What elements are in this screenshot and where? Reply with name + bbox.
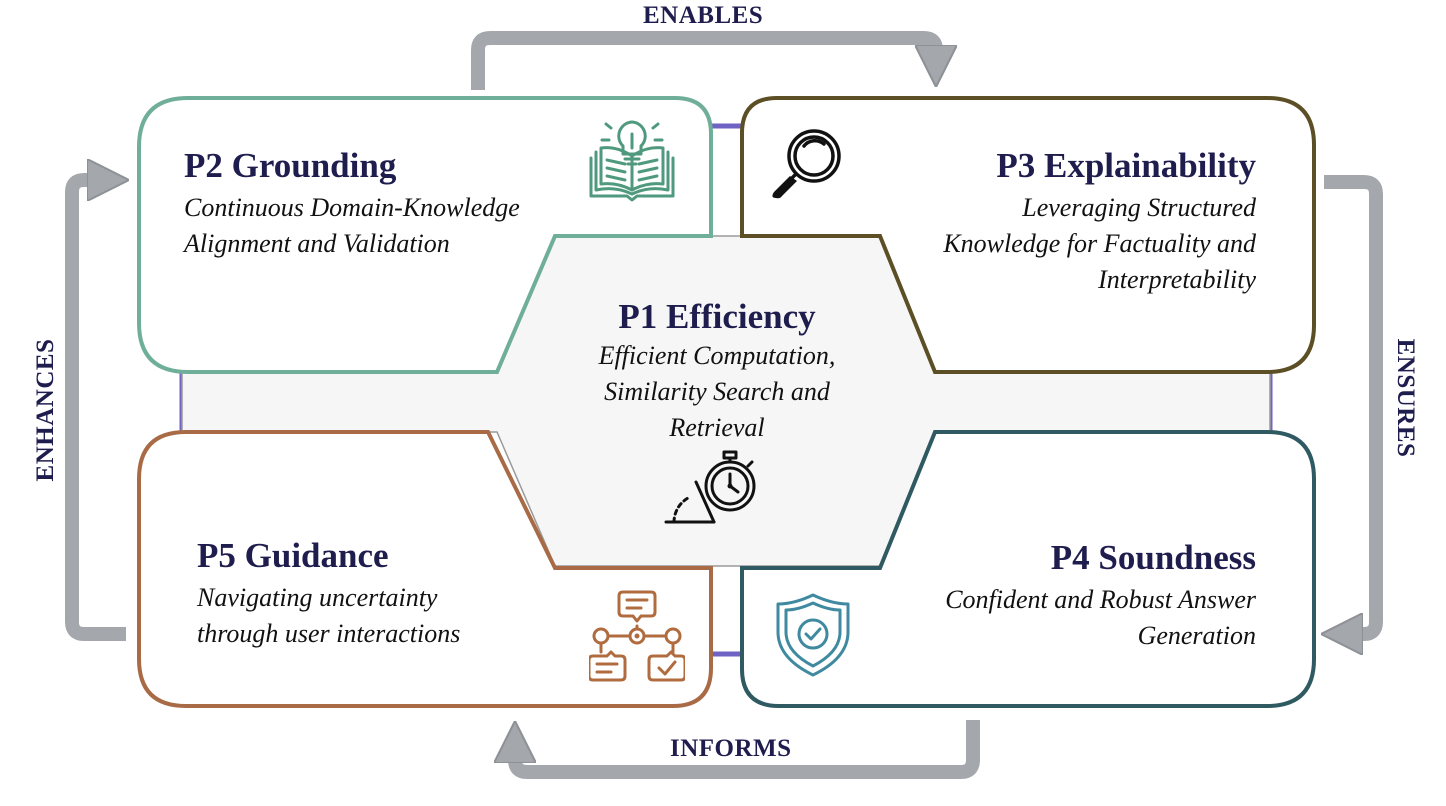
p4-subtitle: Confident and Robust Answer Generation: [945, 582, 1256, 654]
p1-subtitle-line: Similarity Search and: [604, 377, 830, 406]
p2-subtitle: Continuous Domain-Knowledge Alignment an…: [184, 190, 520, 262]
p3-subtitle-line: Leveraging Structured: [1022, 193, 1256, 222]
p5-title: P5 Guidance: [197, 536, 389, 575]
p3-subtitle-line: Knowledge for Factuality and: [943, 229, 1256, 258]
p5-box: [137, 430, 713, 708]
magnifier-icon: [772, 129, 841, 199]
label-enables: ENABLES: [643, 2, 764, 29]
stopwatch-icon: [664, 450, 756, 524]
shield-check-icon: [776, 593, 850, 677]
p2-subtitle-line: Alignment and Validation: [184, 229, 450, 258]
p2-title: P2 Grounding: [184, 146, 397, 185]
p4-title: P4 Soundness: [1050, 538, 1256, 577]
enables-arrow: [471, 31, 936, 90]
informs-arrow: [515, 720, 980, 779]
p3-subtitle-line: Interpretability: [1098, 265, 1256, 294]
p4-subtitle-line: Confident and Robust Answer: [945, 585, 1256, 614]
p4-box: [740, 430, 1316, 708]
ensures-arrow: [1324, 175, 1383, 634]
label-informs: INFORMS: [670, 735, 792, 762]
p2-subtitle-line: Continuous Domain-Knowledge: [184, 193, 520, 222]
p1-title: P1 Efficiency: [618, 297, 816, 336]
p1-subtitle-line: Retrieval: [669, 413, 765, 442]
p1-subtitle-line: Efficient Computation,: [598, 341, 836, 370]
p1-subtitle: Efficient Computation, Similarity Search…: [599, 338, 836, 446]
p5-subtitle-line: through user interactions: [197, 619, 461, 648]
p5-subtitle-line: Navigating uncertainty: [197, 583, 438, 612]
enhances-arrow: [65, 180, 126, 641]
p3-title: P3 Explainability: [996, 146, 1256, 185]
label-enhances: ENHANCES: [32, 338, 59, 482]
flowchart-icon: [589, 590, 685, 682]
p3-subtitle: Leveraging Structured Knowledge for Fact…: [943, 190, 1256, 298]
p2-box: [137, 96, 713, 374]
p3-box: [740, 96, 1316, 374]
label-ensures: ENSURES: [1392, 338, 1419, 458]
p4-subtitle-line: Generation: [1137, 621, 1256, 650]
p5-subtitle: Navigating uncertainty through user inte…: [197, 580, 460, 652]
book-lightbulb-icon: [589, 120, 675, 202]
